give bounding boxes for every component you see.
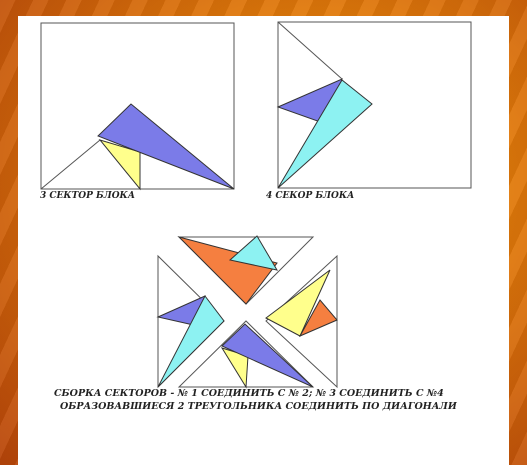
sector-3-caption: 3 СЕКТОР БЛОКА — [40, 191, 135, 201]
assembly-caption-line-2: ОБРАЗОВАВШИЕСЯ 2 ТРЕУГОЛЬНИКА СОЕДИНИТЬ … — [54, 400, 457, 413]
assembly-diagram — [158, 236, 337, 387]
sector-4-diagram — [278, 22, 471, 188]
sector-3-diagonal — [41, 140, 100, 189]
assembly-caption-line-1: СБОРКА СЕКТОРОВ - № 1 СОЕДИНИТЬ С № 2; №… — [54, 387, 457, 400]
sector-4-caption: 4 СЕКОР БЛОКА — [266, 191, 354, 201]
assembly-caption: СБОРКА СЕКТОРОВ - № 1 СОЕДИНИТЬ С № 2; №… — [54, 387, 457, 413]
sector-3-diagram — [41, 23, 234, 189]
sector-4-diagonal — [278, 22, 342, 79]
